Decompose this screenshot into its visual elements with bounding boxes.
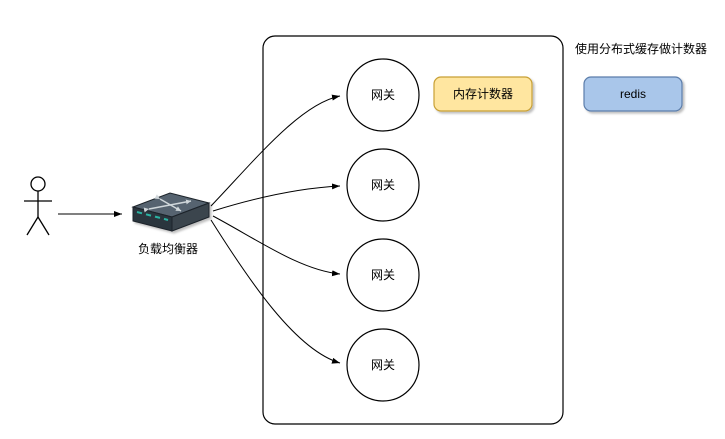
memory-counter-border bbox=[433, 76, 533, 112]
gateway-label-2: 网关 bbox=[371, 178, 395, 192]
connector-gateway-3 bbox=[212, 215, 341, 277]
redis-label: redis bbox=[620, 87, 646, 101]
loadbalancer-to-gateway-connectors bbox=[210, 94, 341, 364]
switch-crossed-arrows-icon bbox=[143, 194, 192, 213]
actor-left-leg bbox=[26, 216, 39, 236]
gateway-label-1: 网关 bbox=[371, 88, 395, 102]
gateway-node-1: 网关 bbox=[346, 58, 420, 132]
gateway-node-2: 网关 bbox=[346, 148, 420, 222]
gateway-node-4: 网关 bbox=[346, 328, 420, 402]
switch-port-lights bbox=[136, 211, 169, 221]
actor-figure bbox=[24, 176, 52, 236]
gateway-label-4: 网关 bbox=[371, 358, 395, 372]
memory-counter-box bbox=[434, 77, 532, 111]
gateway-container-box bbox=[262, 35, 564, 425]
gateway-node-3: 网关 bbox=[346, 238, 420, 312]
load-balancer-label: 负载均衡器 bbox=[138, 242, 198, 256]
memory-counter-node: 内存计数器 bbox=[433, 76, 533, 112]
connector-gateway-4 bbox=[210, 219, 341, 364]
connector-gateway-1 bbox=[210, 94, 341, 207]
actor-head bbox=[30, 176, 46, 192]
gateway-nodes: 网关 网关 网关 网关 bbox=[346, 58, 420, 402]
redis-border bbox=[583, 76, 683, 112]
load-balancer-icon bbox=[131, 192, 211, 232]
switch-side-face bbox=[171, 202, 210, 232]
actor-right-leg bbox=[37, 216, 50, 236]
memory-counter-label: 内存计数器 bbox=[453, 86, 513, 101]
distributed-cache-note: 使用分布式缓存做计数器 bbox=[575, 41, 707, 56]
connector-gateway-2 bbox=[212, 183, 341, 212]
redis-node: redis bbox=[583, 76, 683, 112]
redis-box bbox=[584, 77, 682, 111]
gateway-label-3: 网关 bbox=[371, 268, 395, 282]
